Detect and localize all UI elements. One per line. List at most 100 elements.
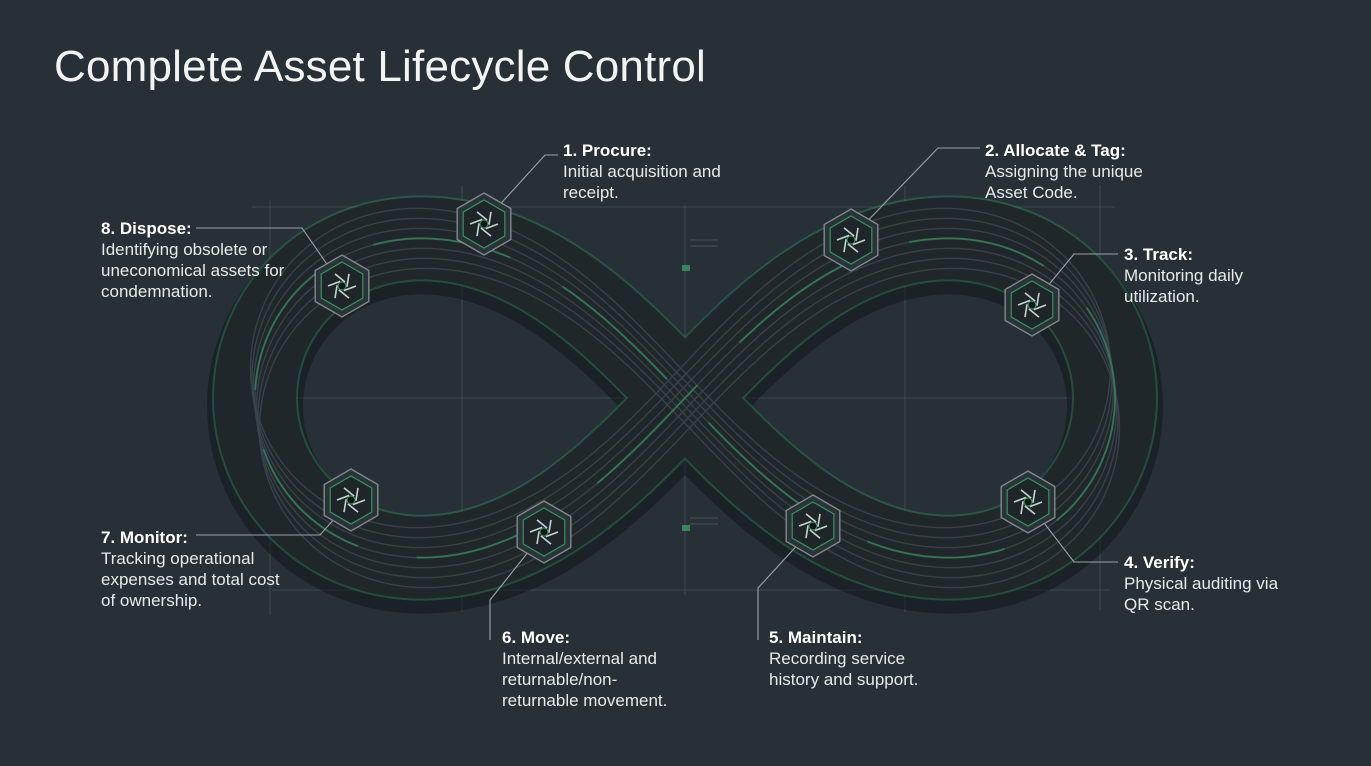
stage-description: Identifying obsolete or uneconomical ass… [101,240,285,301]
stage-allocate-tag: 2. Allocate & Tag: Assigning the unique … [985,140,1175,203]
shutter-blade [1024,292,1036,302]
stage-monitor: 7. Monitor: Tracking operational expense… [101,527,281,611]
shutter-blade [805,513,817,523]
hexagon-shutter-icon [1000,470,1056,534]
stage-title: 6. Move: [502,628,571,647]
hexagon-shutter-icon [456,192,512,256]
shutter-blade [1017,299,1031,306]
shutter-blade [1020,501,1024,515]
shutter-center [1023,497,1033,507]
shutter-blade [847,243,859,253]
shutter-center [539,527,549,537]
stage-title: 1. Procure: [563,141,652,160]
shutter-blade [809,529,821,539]
shutter-blade [327,280,341,287]
hexagon-shutter-icon [823,208,879,272]
shutter-center [337,281,347,291]
shutter-blade [529,526,543,533]
shutter-blade [1024,304,1028,318]
shutter-blade [347,503,359,513]
shutter-blade [1032,489,1036,503]
stage-description: Physical auditing via QR scan. [1124,574,1279,614]
leader-line [489,531,545,640]
shutter-blade [1033,304,1047,311]
hexagon-shutter-icon [516,500,572,564]
shutter-blade [336,494,350,501]
shutter-center [1027,300,1037,310]
shutter-blade [814,525,828,532]
loop-groove [251,217,1113,539]
stage-description: Monitoring daily utilization. [1124,266,1244,306]
shutter-blade [1020,489,1032,499]
shutter-center [346,495,356,505]
shutter-blade [343,285,357,292]
shutter-blade [1036,292,1040,306]
shutter-blade [1024,505,1036,515]
stage-description: Assigning the unique Asset Code. [985,162,1143,202]
stage-description: Internal/external and returnable/non-ret… [502,649,668,710]
page-title: Complete Asset Lifecycle Control [54,42,707,91]
shutter-blade [852,239,866,246]
shutter-blade [338,289,350,299]
stage-title: 5. Maintain: [769,628,863,647]
shutter-blade [843,239,847,253]
shutter-blade [536,531,540,545]
leader-line [483,154,558,223]
shutter-blade [355,487,359,501]
leader-line [757,527,814,640]
shutter-blade [536,519,548,529]
stage-title: 8. Dispose: [101,219,192,238]
shutter-blade [346,273,350,287]
shutter-blade [476,211,488,221]
shutter-blade [540,535,552,545]
shutter-blade [548,519,552,533]
guide-marker [682,265,690,271]
shutter-blade [836,234,850,241]
guide-marker [682,525,690,531]
hexagon-shutter-icon [323,468,379,532]
shutter-center [479,219,489,229]
stage-move: 6. Move: Internal/external and returnabl… [502,627,687,711]
shutter-blade [545,531,559,538]
shutter-center [808,521,818,531]
stage-title: 3. Track: [1124,245,1193,264]
shutter-blade [343,499,347,513]
shutter-blade [485,223,499,230]
shutter-blade [352,499,366,506]
shutter-blade [1028,308,1040,318]
stage-maintain: 5. Maintain: Recording service history a… [769,627,949,690]
stage-description: Tracking operational expenses and total … [101,549,280,610]
shutter-blade [1013,496,1027,503]
stage-title: 2. Allocate & Tag: [985,141,1126,160]
stage-verify: 4. Verify: Physical auditing via QR scan… [1124,552,1284,615]
shutter-blade [798,520,812,527]
stage-track: 3. Track: Monitoring daily utilization. [1124,244,1274,307]
stage-procure: 1. Procure: Initial acquisition and rece… [563,140,803,203]
stage-title: 4. Verify: [1124,553,1195,572]
shutter-blade [817,513,821,527]
stage-description: Recording service history and support. [769,649,919,689]
shutter-blade [476,223,480,237]
shutter-blade [334,273,346,283]
hexagon-shutter-icon [1004,273,1060,337]
shutter-blade [805,525,809,539]
shutter-blade [480,227,492,237]
stage-description: Initial acquisition and receipt. [563,162,721,202]
stage-nodes [314,192,1060,564]
shutter-blade [1029,501,1043,508]
shutter-blade [334,285,338,299]
stage-dispose: 8. Dispose: Identifying obsolete or unec… [101,218,291,302]
hexagon-shutter-icon [314,254,370,318]
stage-title: 7. Monitor: [101,528,188,547]
shutter-blade [855,227,859,241]
hexagon-shutter-icon [785,494,841,558]
shutter-blade [488,211,492,225]
shutter-blade [343,487,355,497]
leader-line [850,147,980,239]
loop-groove [249,207,1112,529]
shutter-blade [469,218,483,225]
shutter-blade [843,227,855,237]
shutter-center [846,235,856,245]
